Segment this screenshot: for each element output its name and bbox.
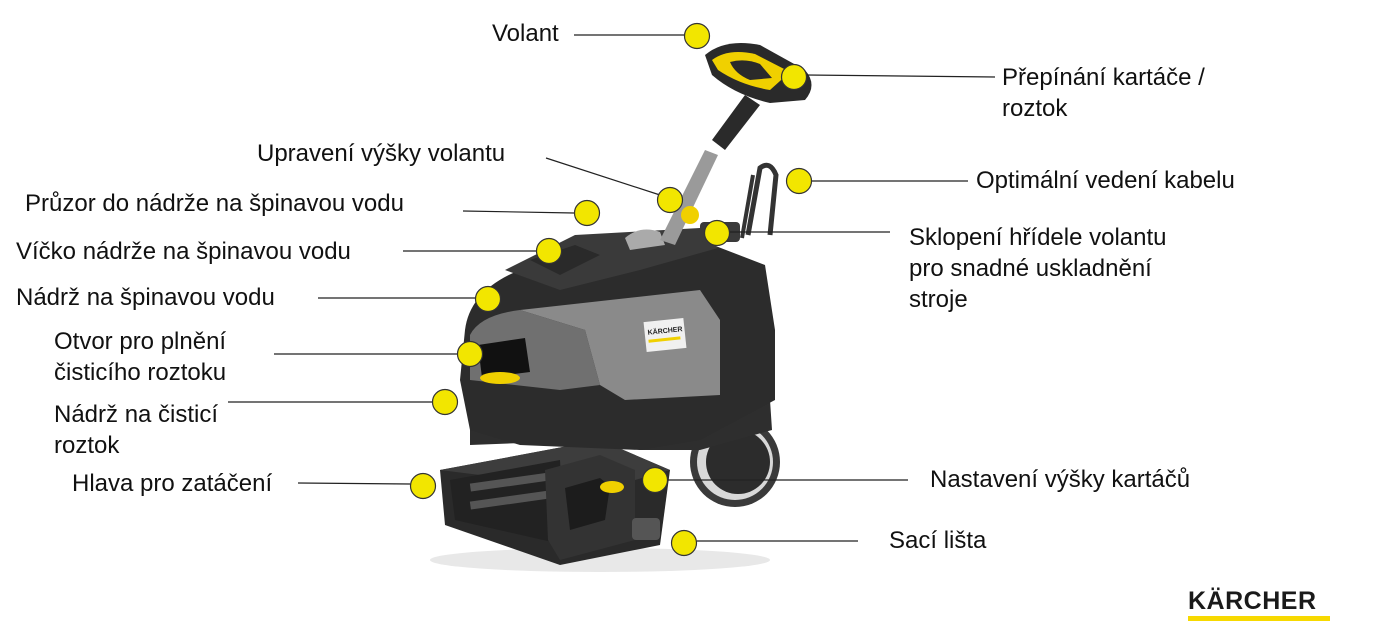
marker-prepinani: [780, 63, 808, 91]
label-optimalni-text: Optimální vedení kabelu: [976, 167, 1235, 194]
leader-line-upraveni: [545, 157, 661, 196]
marker-vicko: [535, 237, 563, 265]
leader-line-prepinani: [805, 74, 996, 78]
label-prepinani-line2: roztok: [1002, 95, 1068, 122]
marker-pruzor: [573, 199, 601, 227]
karcher-logo-bar: [1188, 616, 1330, 621]
label-hlava: Hlava pro zatáčení: [72, 468, 272, 499]
leader-lines: [228, 34, 996, 542]
label-nadrz-cistici-line2: roztok: [54, 432, 120, 459]
label-nastaveni-text: Nastavení výšky kartáčů: [930, 466, 1191, 493]
label-nastaveni: Nastavení výšky kartáčů: [930, 464, 1190, 495]
label-nadrz-cistici: Nádrž na čisticí roztok: [54, 399, 218, 461]
label-sklopeni-line1: Sklopení hřídele volantu: [909, 224, 1167, 251]
product-badge-text: KÄRCHER: [647, 325, 683, 337]
leader-line-hlava: [297, 482, 411, 485]
label-nadrz-cistici-line1: Nádrž na čisticí: [54, 401, 219, 428]
label-sklopeni: Sklopení hřídele volantu pro snadné uskl…: [909, 222, 1167, 315]
label-saci: Sací lišta: [889, 525, 986, 556]
label-prepinani-line1: Přepínání kartáče /: [1002, 64, 1205, 91]
label-prepinani: Přepínání kartáče / roztok: [1002, 62, 1205, 124]
label-sklopeni-line3: stroje: [909, 286, 968, 313]
label-saci-text: Sací lišta: [889, 527, 987, 554]
marker-optimalni: [785, 167, 813, 195]
label-nadrz-spinava: Nádrž na špinavou vodu: [16, 282, 275, 313]
label-volant: Volant: [492, 18, 559, 49]
marker-saci: [670, 529, 698, 557]
marker-hlava: [409, 472, 437, 500]
label-nadrz-spinava-text: Nádrž na špinavou vodu: [16, 284, 275, 311]
machine-illustration: KÄRCHER: [430, 42, 812, 572]
label-vicko: Víčko nádrže na špinavou vodu: [16, 236, 351, 267]
marker-nadrz-spinava: [474, 285, 502, 313]
marker-nastaveni: [641, 466, 669, 494]
label-optimalni: Optimální vedení kabelu: [976, 165, 1235, 196]
label-volant-text: Volant: [492, 20, 559, 47]
label-sklopeni-line2: pro snadné uskladnění: [909, 255, 1152, 282]
label-otvor-line2: čisticího roztoku: [54, 359, 227, 386]
marker-volant: [683, 22, 711, 50]
karcher-logo-text: KÄRCHER: [1188, 587, 1317, 615]
label-upraveni-text: Upravení výšky volantu: [257, 140, 506, 167]
karcher-logo: KÄRCHER: [1188, 588, 1330, 628]
label-otvor: Otvor pro plnění čisticího roztoku: [54, 326, 226, 388]
label-pruzor-text: Průzor do nádrže na špinavou vodu: [25, 190, 404, 217]
marker-upraveni: [656, 186, 684, 214]
marker-nadrz-cistici: [431, 388, 459, 416]
label-hlava-text: Hlava pro zatáčení: [72, 470, 273, 497]
label-vicko-text: Víčko nádrže na špinavou vodu: [16, 238, 351, 265]
label-pruzor: Průzor do nádrže na špinavou vodu: [25, 188, 404, 219]
label-otvor-line1: Otvor pro plnění: [54, 328, 227, 355]
markers: [409, 22, 813, 557]
label-upraveni: Upravení výšky volantu: [257, 138, 505, 169]
marker-sklopeni: [703, 219, 731, 247]
leader-line-pruzor: [462, 210, 575, 214]
marker-otvor: [456, 340, 484, 368]
